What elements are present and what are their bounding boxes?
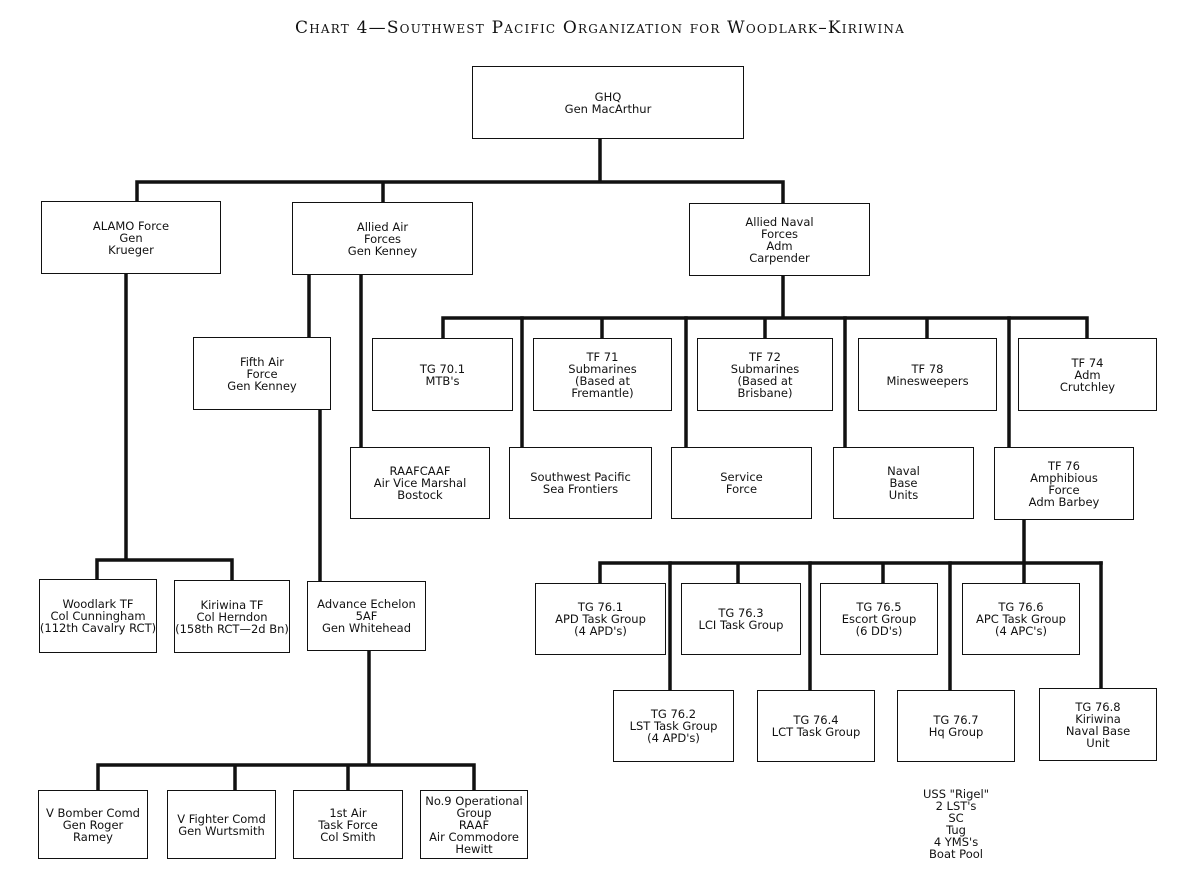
connector-allied-naval — [441, 274, 1089, 340]
connector-allied-air — [307, 273, 363, 449]
connector-adv-echelon — [96, 649, 476, 792]
connector-alamo — [95, 272, 234, 582]
tg-76-7-units-note: USS "Rigel" 2 LST's SC Tug 4 YMS's Boat … — [922, 787, 989, 861]
connector-ghq — [135, 137, 785, 205]
chart-title: Chart 4—Southwest Pacific Organization f… — [295, 18, 905, 38]
connector-tf76-drops — [668, 561, 1103, 692]
connector-tf76 — [598, 518, 1103, 585]
connector-naval-drops — [520, 316, 1011, 449]
